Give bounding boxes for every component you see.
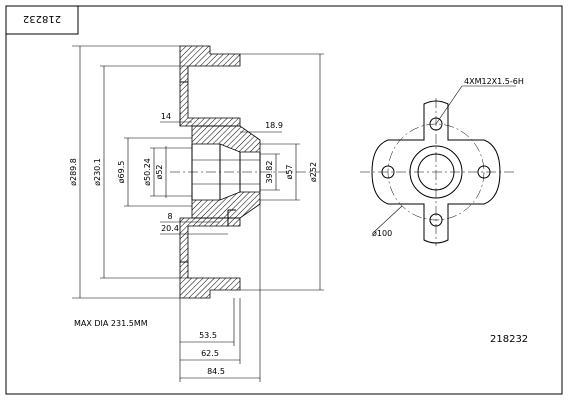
sheet-border: [5, 5, 563, 395]
dim-d57: ø57: [285, 164, 294, 179]
max-dia-note: MAX DIA 231.5MM: [74, 319, 148, 328]
dim-d252: ø252: [309, 162, 318, 182]
dim-w53: 53.5: [199, 331, 217, 340]
dim-d52: ø52: [155, 164, 164, 179]
dim-d230: ø230.1: [93, 158, 102, 186]
thread-callout: 4XM12X1.5-6H: [464, 77, 524, 86]
dim-w14: 14: [161, 112, 171, 121]
dim-d50: ø50.24: [143, 158, 152, 186]
dim-w84: 84.5: [207, 367, 225, 376]
dim-w62: 62.5: [201, 349, 219, 358]
dim-d39: 39.82: [265, 161, 274, 184]
title-box: [5, 5, 79, 35]
part-number-top: 218232: [23, 13, 61, 24]
dim-d100: ø100: [372, 229, 392, 238]
dim-w18: 18.9: [265, 121, 283, 130]
dim-w8: 8: [167, 212, 172, 221]
front-view: 4XM12X1.5-6H ø100: [360, 77, 524, 246]
dim-d289: ø289.8: [69, 158, 78, 186]
section-view: ø289.8 ø230.1 ø69.5 ø50.24 ø52 39.82 ø57…: [69, 45, 324, 382]
dim-w20: 20.4: [161, 224, 179, 233]
dim-d69: ø69.5: [117, 161, 126, 184]
part-number-bottom: 218232: [490, 334, 528, 345]
